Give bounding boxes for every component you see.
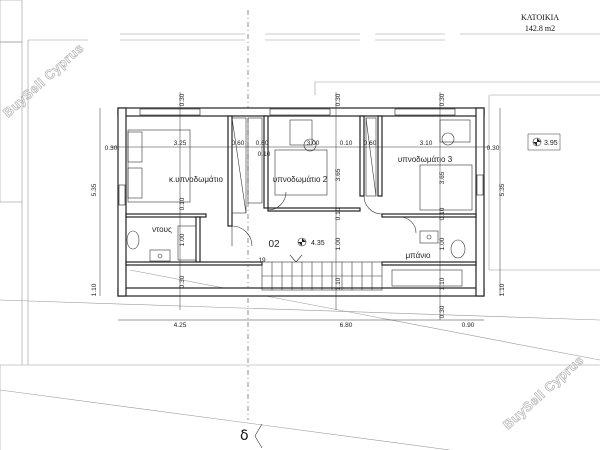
dim-wall-060-b: 0.60 [256,140,269,147]
dim-bed2-depth: 3.65 [335,168,342,181]
dim-right-010: 0.10 [439,207,446,220]
hall-number: 02 [268,239,280,250]
dim-mid-010: 0.10 [335,207,342,220]
drawing-area: 142.8 m2 [525,24,555,33]
dim-wall-060-c: 0.60 [364,140,377,147]
dim-left-height: 5.35 [91,183,98,196]
dim-right-height: 5.35 [499,183,506,196]
room-label-master-bedroom: κ.υπνοδωμάτιο [169,175,223,184]
dim-top-030-b: 0.30 [335,93,342,106]
level-value-main: 4.35 [311,240,325,247]
dim-right-bottom: 1.10 [499,283,506,296]
section-mark: δ [240,428,249,444]
watermark-top-left: BuySell Cyprus [0,40,87,120]
watermark-bottom-right: BuySell Cyprus [500,352,587,432]
dim-bottom-right: 0.90 [462,322,475,329]
dim-bottom-030-a: 0.30 [179,275,186,288]
dim-wall-010-a: 0.10 [258,151,271,158]
dim-bottom-left: 4.25 [174,322,187,329]
dim-wall-010-b: 0.10 [340,140,353,147]
dim-bed3-width: 3.10 [420,140,433,147]
dim-bottom-030-b: 0.30 [439,305,446,318]
dim-wc-width: 1.00 [179,233,186,246]
level-marker-side: 3.95 [527,133,561,151]
room-label-bathroom: μπάνιο [406,251,431,260]
level-marker-main: 4.35 [297,237,325,247]
dim-master-width: 3.25 [174,140,187,147]
doors [231,191,417,247]
interior-walls [125,115,477,266]
staircase [261,254,383,291]
beds [127,119,473,211]
dim-left-010: 0.10 [179,197,186,210]
dimension-lines [99,92,501,321]
room-label-wc: ντους [152,225,172,234]
dim-bed3-depth: 3.65 [439,171,446,184]
drawing-title: ΚΑΤΟΙΚΙΑ [521,13,559,22]
room-label-bedroom-2: υπνοδωμάτιο 2 [273,175,328,184]
dim-stair-width-b: 1.00 [439,237,446,250]
wardrobes [231,117,377,214]
building-outline [117,107,485,297]
dim-top-030-c: 0.30 [439,93,446,106]
section-arrow-icon [254,423,263,449]
dim-left-bottom: 1.10 [91,283,98,296]
dim-right-wall: 0.30 [487,145,500,152]
dim-bottom-110-a: 1.10 [335,277,342,290]
room-label-bedroom-3: υπνοδωμάτιο 3 [398,155,453,164]
dim-bottom-mid: 6.80 [340,322,353,329]
dim-top-030-a: 0.30 [179,93,186,106]
dim-left-wall: 0.30 [105,145,118,152]
bathroom-fixtures [126,132,466,287]
dim-stair-width-a: 1.00 [335,237,342,250]
dim-wall-060-a: 0.60 [232,140,245,147]
dim-bed2-width: 3.00 [307,140,320,147]
dim-bottom-110-b: 1.10 [439,277,446,290]
dim-stair-gap: 19 [258,257,266,264]
level-value-side: 3.95 [544,140,558,147]
